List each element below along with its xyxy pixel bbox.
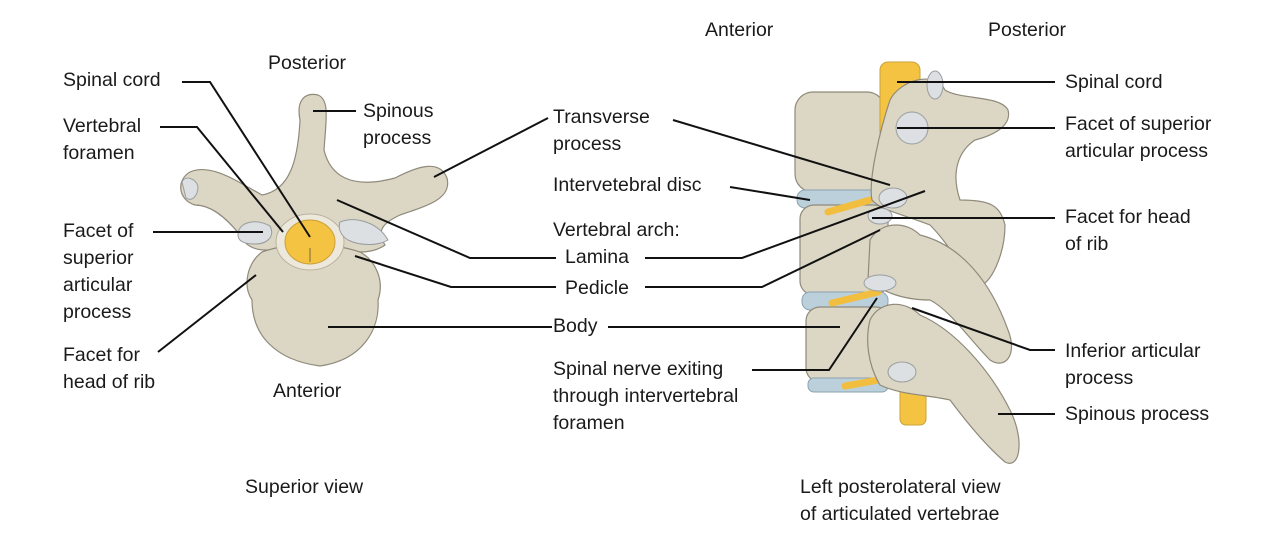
label-line: Spinal nerve exiting bbox=[553, 358, 724, 380]
label-intervertebral-disc: Intervetebral disc bbox=[553, 172, 702, 199]
label-spinal-cord-left: Spinal cord bbox=[63, 67, 161, 94]
label-line: Vertebral bbox=[63, 115, 142, 137]
label-spinal-nerve: Spinal nerve exiting through interverteb… bbox=[553, 356, 738, 437]
label-line: Spinous process bbox=[1065, 403, 1210, 425]
label-line: articular process bbox=[1065, 140, 1209, 162]
label-lamina: Lamina bbox=[565, 244, 629, 271]
lateral-orientation-posterior: Posterior bbox=[988, 19, 1067, 41]
leader-transverse-right bbox=[672, 119, 891, 186]
label-line: Vertebral arch: bbox=[553, 219, 680, 241]
leader-pedicle-right bbox=[645, 229, 881, 288]
leader-spinal-cord-left bbox=[182, 81, 311, 238]
superior-vertebra-arch bbox=[180, 93, 449, 253]
label-vertebral-arch: Vertebral arch: bbox=[553, 217, 680, 244]
label-body: Body bbox=[553, 313, 597, 340]
label-inferior-articular: Inferior articular process bbox=[1065, 338, 1200, 392]
label-vertebral-foramen: Vertebral foramen bbox=[63, 113, 141, 167]
label-line: Pedicle bbox=[565, 277, 629, 299]
superior-orientation-posterior: Posterior bbox=[268, 52, 347, 74]
label-spinal-cord-right: Spinal cord bbox=[1065, 69, 1163, 96]
lateral-facet-mid bbox=[878, 187, 908, 209]
label-line: head of rib bbox=[63, 371, 156, 393]
label-line: Body bbox=[553, 315, 598, 337]
leader-inferior-articular bbox=[911, 307, 1055, 351]
label-line: process bbox=[363, 127, 432, 149]
leader-facet-rib-left bbox=[157, 274, 257, 353]
label-line: Facet for bbox=[63, 344, 140, 366]
label-line: Facet for head bbox=[1065, 206, 1191, 228]
label-line: Transverse bbox=[553, 106, 650, 128]
label-spinous-left: Spinous process bbox=[363, 98, 433, 152]
label-line: foramen bbox=[553, 412, 625, 434]
lateral-orientation-anterior: Anterior bbox=[705, 19, 774, 41]
lateral-view-column bbox=[794, 61, 1020, 464]
label-pedicle: Pedicle bbox=[565, 275, 629, 302]
leader-spinal-nerve bbox=[752, 297, 878, 371]
lateral-view-caption: Left posterolateral view of articulated … bbox=[800, 474, 1001, 528]
leader-transverse-left bbox=[433, 117, 549, 178]
spinal-nerve-1 bbox=[824, 196, 874, 216]
superior-view-vertebra bbox=[180, 93, 449, 367]
transverse-facet-left bbox=[181, 177, 199, 200]
leader-vertebral-foramen bbox=[160, 126, 284, 233]
superior-facet-right bbox=[338, 219, 389, 245]
label-facet-rib-right: Facet for head of rib bbox=[1065, 204, 1191, 258]
label-spinous-right: Spinous process bbox=[1065, 401, 1209, 428]
lateral-facet-lower bbox=[887, 361, 917, 383]
label-line: Facet of superior bbox=[1065, 113, 1212, 135]
superior-spinal-cord bbox=[284, 219, 336, 265]
label-facet-superior-left: Facet of superior articular process bbox=[63, 218, 133, 326]
leader-lamina-left bbox=[336, 199, 556, 259]
caption-line: of articulated vertebrae bbox=[800, 503, 1000, 525]
lateral-facet-top bbox=[926, 70, 944, 100]
label-line: Spinal cord bbox=[1065, 71, 1163, 93]
label-line: Spinal cord bbox=[63, 69, 161, 91]
lateral-facet-low bbox=[863, 274, 897, 292]
leader-lines bbox=[153, 81, 1055, 415]
label-line: Lamina bbox=[565, 246, 629, 268]
label-transverse-process: Transverse process bbox=[553, 104, 650, 158]
label-line: Intervetebral disc bbox=[553, 174, 702, 196]
label-line: process bbox=[1065, 367, 1134, 389]
superior-orientation-anterior: Anterior bbox=[273, 380, 342, 402]
leader-lamina-right bbox=[645, 190, 926, 259]
label-line: Facet of bbox=[63, 220, 134, 242]
label-line: articular bbox=[63, 274, 133, 296]
lateral-arch-3 bbox=[867, 303, 1020, 464]
label-line: of rib bbox=[1065, 233, 1109, 255]
label-facet-rib-left: Facet for head of rib bbox=[63, 342, 155, 396]
leader-pedicle-left bbox=[354, 255, 556, 288]
label-line: foramen bbox=[63, 142, 135, 164]
label-line: through intervertebral bbox=[553, 385, 739, 407]
spinal-nerve-2 bbox=[828, 288, 882, 307]
label-line: superior bbox=[63, 247, 134, 269]
leader-disc bbox=[729, 186, 811, 201]
label-facet-superior-right: Facet of superior articular process bbox=[1065, 111, 1211, 165]
label-line: Inferior articular bbox=[1065, 340, 1201, 362]
label-line: Spinous bbox=[363, 100, 434, 122]
lateral-arch-2 bbox=[867, 224, 1013, 364]
label-line: process bbox=[553, 133, 622, 155]
superior-view-caption: Superior view bbox=[245, 476, 364, 498]
label-line: process bbox=[63, 301, 132, 323]
caption-line: Left posterolateral view bbox=[800, 476, 1001, 498]
